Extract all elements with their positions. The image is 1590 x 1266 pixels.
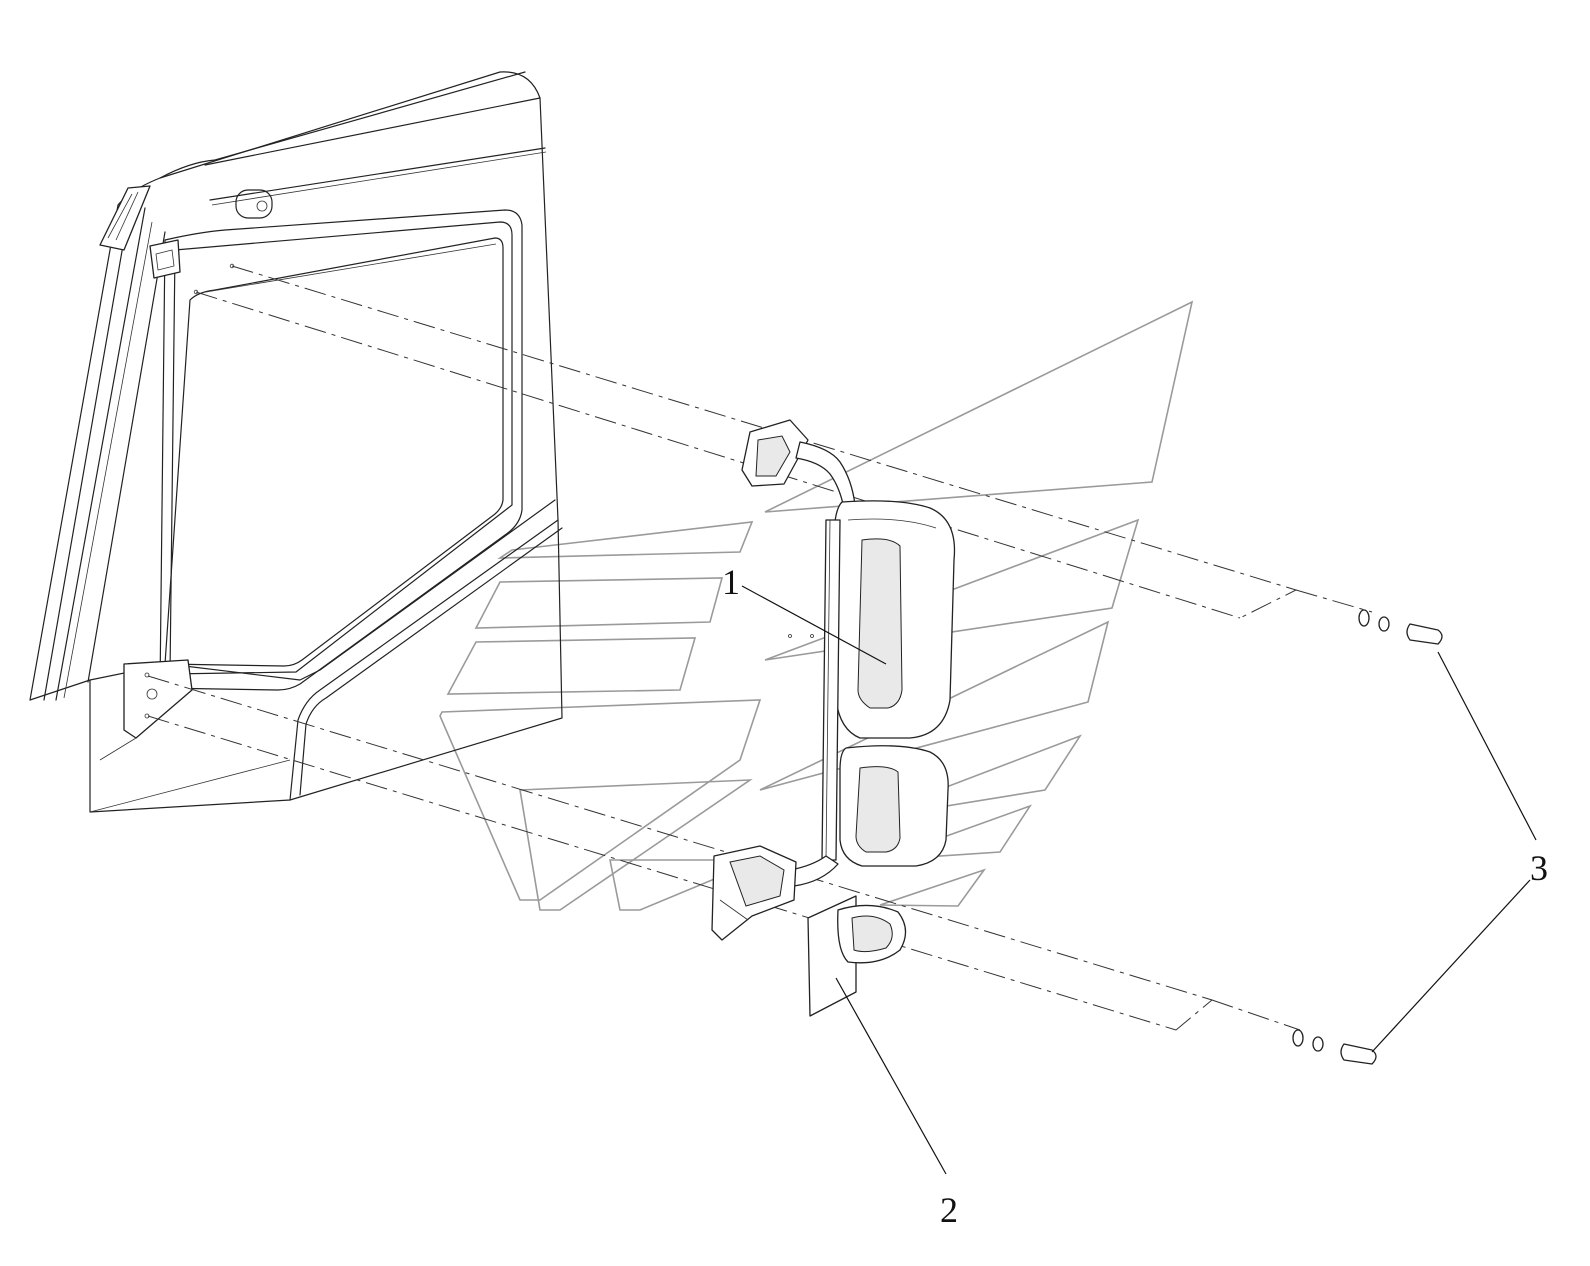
assembly-lines: [147, 265, 1373, 1031]
cover-plate: [807, 895, 907, 1017]
leader-lines: [741, 585, 1537, 1175]
mirror-assembly: [711, 419, 956, 941]
cab-body: [29, 71, 563, 813]
callout-1-label: 1: [722, 562, 740, 602]
callout-2-label: 2: [940, 1190, 958, 1230]
fasteners-upper: [1358, 609, 1443, 645]
callout-3-label: 3: [1530, 848, 1548, 888]
fasteners-lower: [1292, 1029, 1377, 1065]
